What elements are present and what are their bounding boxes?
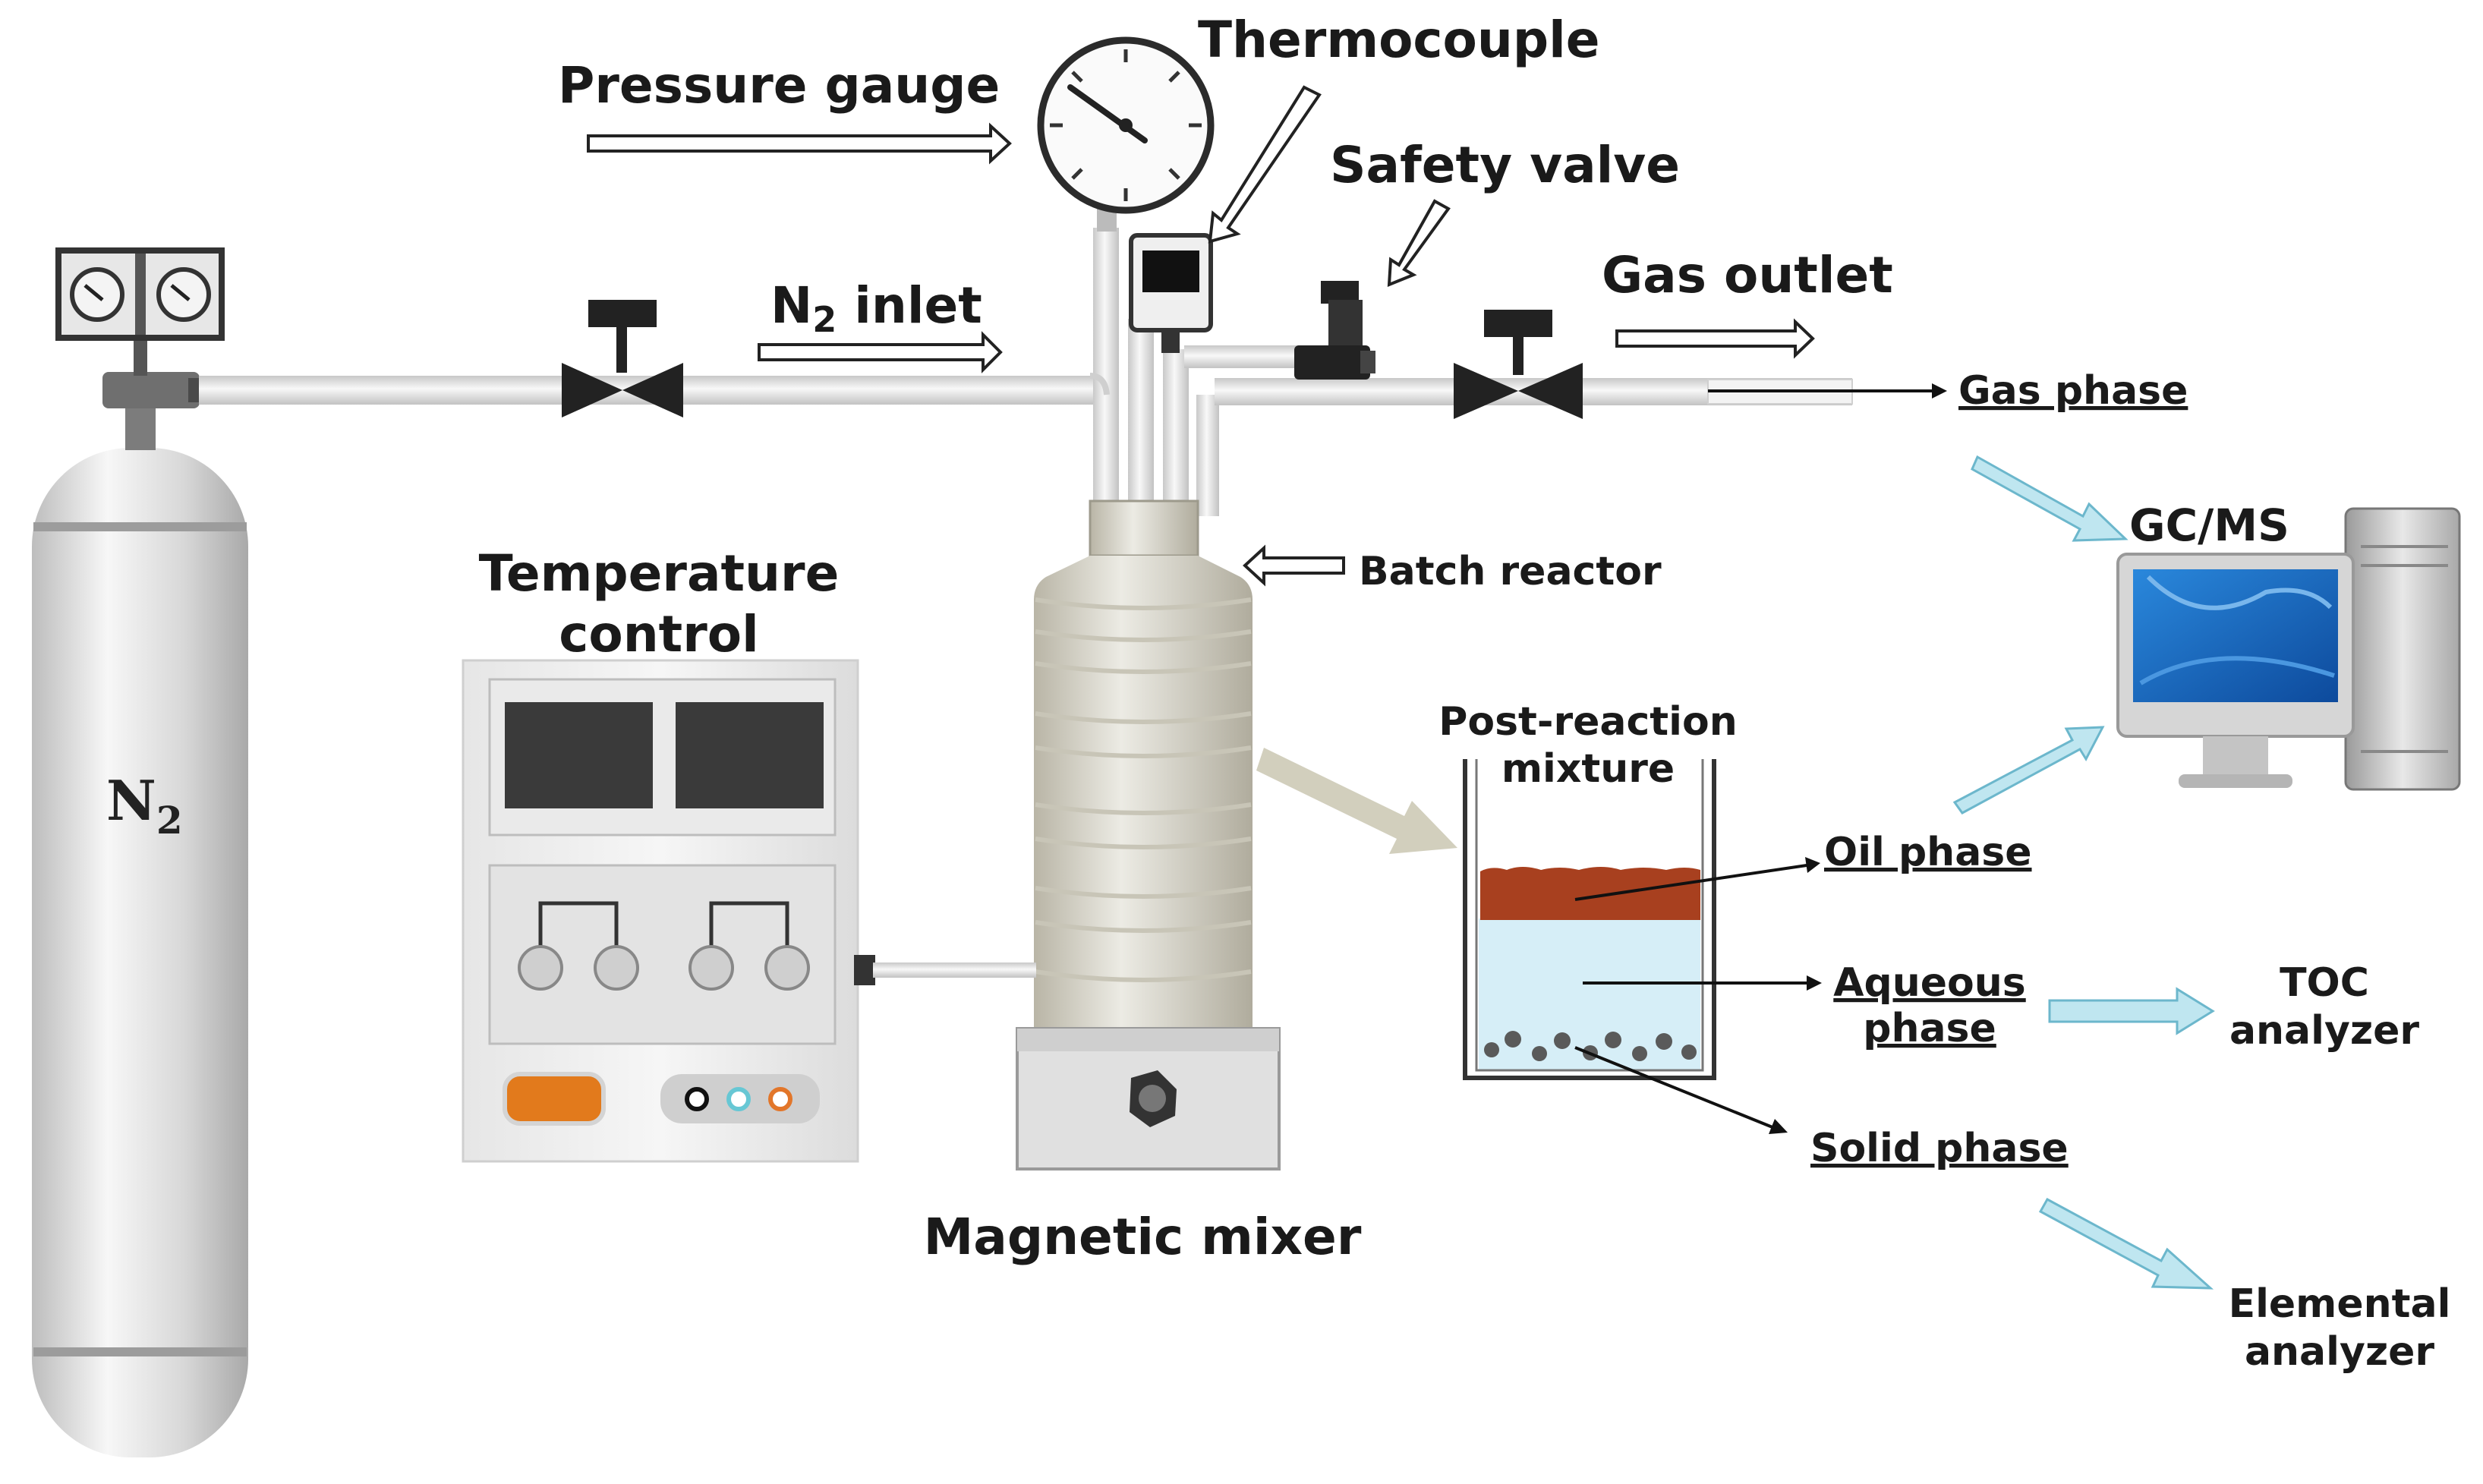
arrow-n2-inlet-icon xyxy=(758,331,1003,373)
label-toc-2: analyzer xyxy=(2229,1008,2419,1054)
label-aqueous-phase-2: phase xyxy=(1863,1006,1996,1051)
pressure-gauge-icon xyxy=(1037,36,1215,232)
arrow-reactor-to-mixture-icon xyxy=(1256,748,1457,854)
label-oil-phase: Oil phase xyxy=(1824,830,2032,875)
elbow-left xyxy=(1089,373,1110,395)
cylinder-label: N2 xyxy=(106,768,183,843)
regulator-divider xyxy=(135,254,146,335)
tc-knob-3-icon xyxy=(688,945,734,991)
arrow-thermocouple-icon xyxy=(1208,85,1322,244)
tc-orange-button xyxy=(503,1072,606,1126)
oil-layer xyxy=(1480,867,1700,920)
riser-pipe-1 xyxy=(1093,228,1119,516)
label-post-reaction-1: Post-reaction xyxy=(1438,699,1737,745)
reactor-head xyxy=(1089,499,1199,557)
label-temperature-control-2: control xyxy=(559,605,759,663)
cylinder-band-top xyxy=(33,522,247,531)
beaker-outline xyxy=(1463,759,1716,1080)
tc-knob-4-icon xyxy=(764,945,810,991)
label-elemental-2: analyzer xyxy=(2245,1329,2434,1375)
tc-connector xyxy=(854,955,875,985)
solid-particles xyxy=(1484,1031,1697,1061)
arrow-to-pressure-gauge-icon xyxy=(587,122,1012,165)
arrow-solid-to-elemental-icon xyxy=(2038,1197,2214,1290)
inlet-valve-icon xyxy=(562,300,683,417)
arrow-gas-outlet-icon xyxy=(1615,318,1815,359)
thin-arrows xyxy=(1574,383,1947,1134)
tc-display-left xyxy=(505,702,653,808)
blue-arrows xyxy=(1952,455,2215,1290)
arrow-aqueous-to-toc-icon xyxy=(2048,987,2215,1035)
thermocouple-icon xyxy=(1129,233,1213,353)
mixer-knob-icon xyxy=(1130,1070,1177,1127)
label-aqueous-phase-1: Aqueous xyxy=(1833,960,2025,1006)
post-reaction-beaker xyxy=(1463,759,1716,1080)
magnetic-mixer xyxy=(1016,1027,1281,1171)
tc-indicator-cyan xyxy=(726,1087,751,1111)
cylinder-band-bottom xyxy=(33,1347,247,1356)
label-n2-inlet: N2 inlet xyxy=(770,276,982,340)
pc-monitor-base xyxy=(2179,774,2292,788)
safety-valve-icon xyxy=(1294,281,1375,380)
label-pressure-gauge: Pressure gauge xyxy=(558,56,1000,115)
outline-arrows xyxy=(587,85,1815,587)
pc-monitor-stand xyxy=(2203,736,2268,778)
regulator-gauge-right-icon xyxy=(156,267,211,322)
label-magnetic-mixer: Magnetic mixer xyxy=(924,1208,1362,1266)
label-temperature-control-1: Temperature xyxy=(479,544,840,603)
tc-display-right xyxy=(676,702,824,808)
pc-tower xyxy=(2344,507,2461,791)
regulator-stem xyxy=(134,338,147,376)
label-gas-outlet: Gas outlet xyxy=(1602,246,1893,304)
batch-reactor xyxy=(1034,499,1253,1029)
cylinder-body xyxy=(32,448,248,1457)
label-elemental-1: Elemental xyxy=(2229,1281,2451,1327)
label-solid-phase: Solid phase xyxy=(1810,1126,2069,1171)
arrow-gasphase-to-gcms-icon xyxy=(1971,455,2129,542)
arrow-oilphase-to-gcms-icon xyxy=(1952,726,2105,814)
temperature-control-unit xyxy=(462,659,859,1163)
label-batch-reactor: Batch reactor xyxy=(1359,549,1662,594)
arrow-batch-reactor-icon xyxy=(1243,544,1345,587)
cylinder-valve-body xyxy=(102,372,200,408)
tc-indicator-black xyxy=(685,1087,709,1111)
arrow-safety-valve-icon xyxy=(1387,199,1451,288)
gcms-computer xyxy=(2116,507,2461,791)
tc-probe-wire xyxy=(873,963,1036,978)
reactor-ribs xyxy=(1035,597,1252,982)
label-post-reaction-2: mixture xyxy=(1501,746,1675,792)
riser-pipe-3 xyxy=(1163,349,1189,516)
reactor-shoulder xyxy=(1034,556,1253,1029)
tc-knob-2-icon xyxy=(594,945,639,991)
label-safety-valve: Safety valve xyxy=(1330,136,1680,194)
tc-knob-1-icon xyxy=(518,945,563,991)
regulator-gauge-left-icon xyxy=(70,267,124,322)
label-gcms: GC/MS xyxy=(2129,499,2289,551)
label-thermocouple: Thermocouple xyxy=(1198,11,1600,69)
outlet-valve-icon xyxy=(1454,310,1583,419)
n2-cylinder: N2 xyxy=(32,247,248,1457)
tc-indicator-orange xyxy=(768,1087,792,1111)
riser-pipe-4 xyxy=(1196,395,1219,516)
label-toc-1: TOC xyxy=(2280,960,2369,1006)
label-gas-phase: Gas phase xyxy=(1958,368,2188,414)
riser-pipe-2 xyxy=(1128,319,1154,516)
